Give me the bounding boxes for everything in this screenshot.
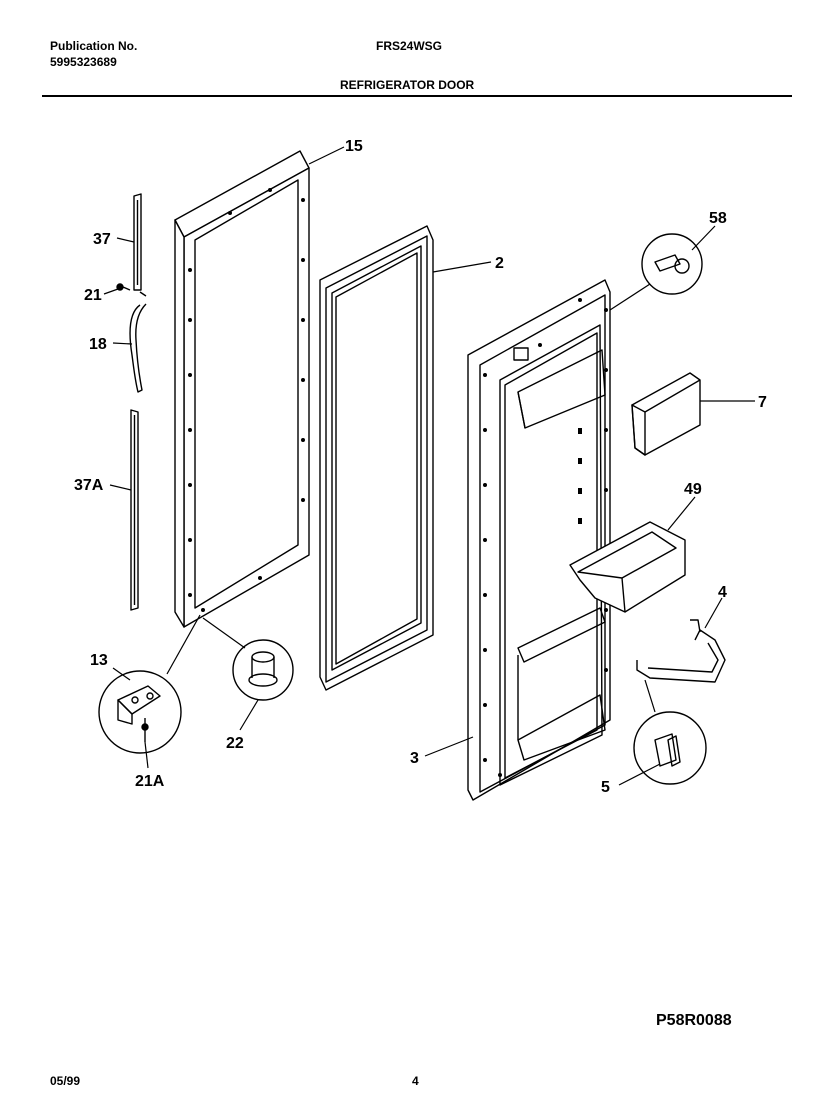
callout-13: 13: [90, 652, 108, 669]
callout-49: 49: [684, 481, 702, 498]
callout-15: 15: [345, 138, 363, 155]
detail-circle-22: [232, 639, 294, 701]
header-rule: [42, 95, 792, 97]
diagram-code: P58R0088: [656, 1012, 732, 1029]
callout-37a: 37A: [74, 477, 104, 494]
handle-screw-21: [116, 283, 131, 291]
detail-circle-58: [641, 233, 703, 295]
callout-3: 3: [410, 750, 419, 767]
handle-trim-upper: [133, 193, 142, 291]
callout-21: 21: [84, 287, 102, 304]
inner-door-liner: [467, 279, 611, 801]
door-bin-7: [631, 372, 701, 456]
handle-18: [129, 291, 147, 393]
page-number: 4: [412, 1074, 419, 1088]
publication-number: 5995323689: [50, 55, 117, 69]
callout-21a: 21A: [135, 773, 165, 790]
detail-circle-13: [98, 670, 182, 754]
leader-lines: [103, 146, 755, 786]
callout-18: 18: [89, 336, 107, 353]
door-bin-49: [569, 521, 686, 613]
callout-2: 2: [495, 255, 504, 272]
outer-door-panel: [174, 150, 310, 628]
model-number: FRS24WSG: [376, 39, 443, 53]
footer-date: 05/99: [50, 1074, 81, 1088]
callout-5: 5: [601, 779, 610, 796]
detail-circle-5: [633, 711, 707, 785]
callout-58: 58: [709, 210, 727, 227]
callout-22: 22: [226, 735, 244, 752]
handle-trim-lower: [130, 409, 139, 611]
callout-4: 4: [718, 584, 727, 601]
publication-label: Publication No.: [50, 39, 138, 53]
section-title: REFRIGERATOR DOOR: [340, 78, 475, 92]
callout-7: 7: [758, 394, 767, 411]
shelf-retainer-4: [636, 619, 726, 683]
door-gasket: [319, 225, 434, 691]
callout-37: 37: [93, 231, 111, 248]
